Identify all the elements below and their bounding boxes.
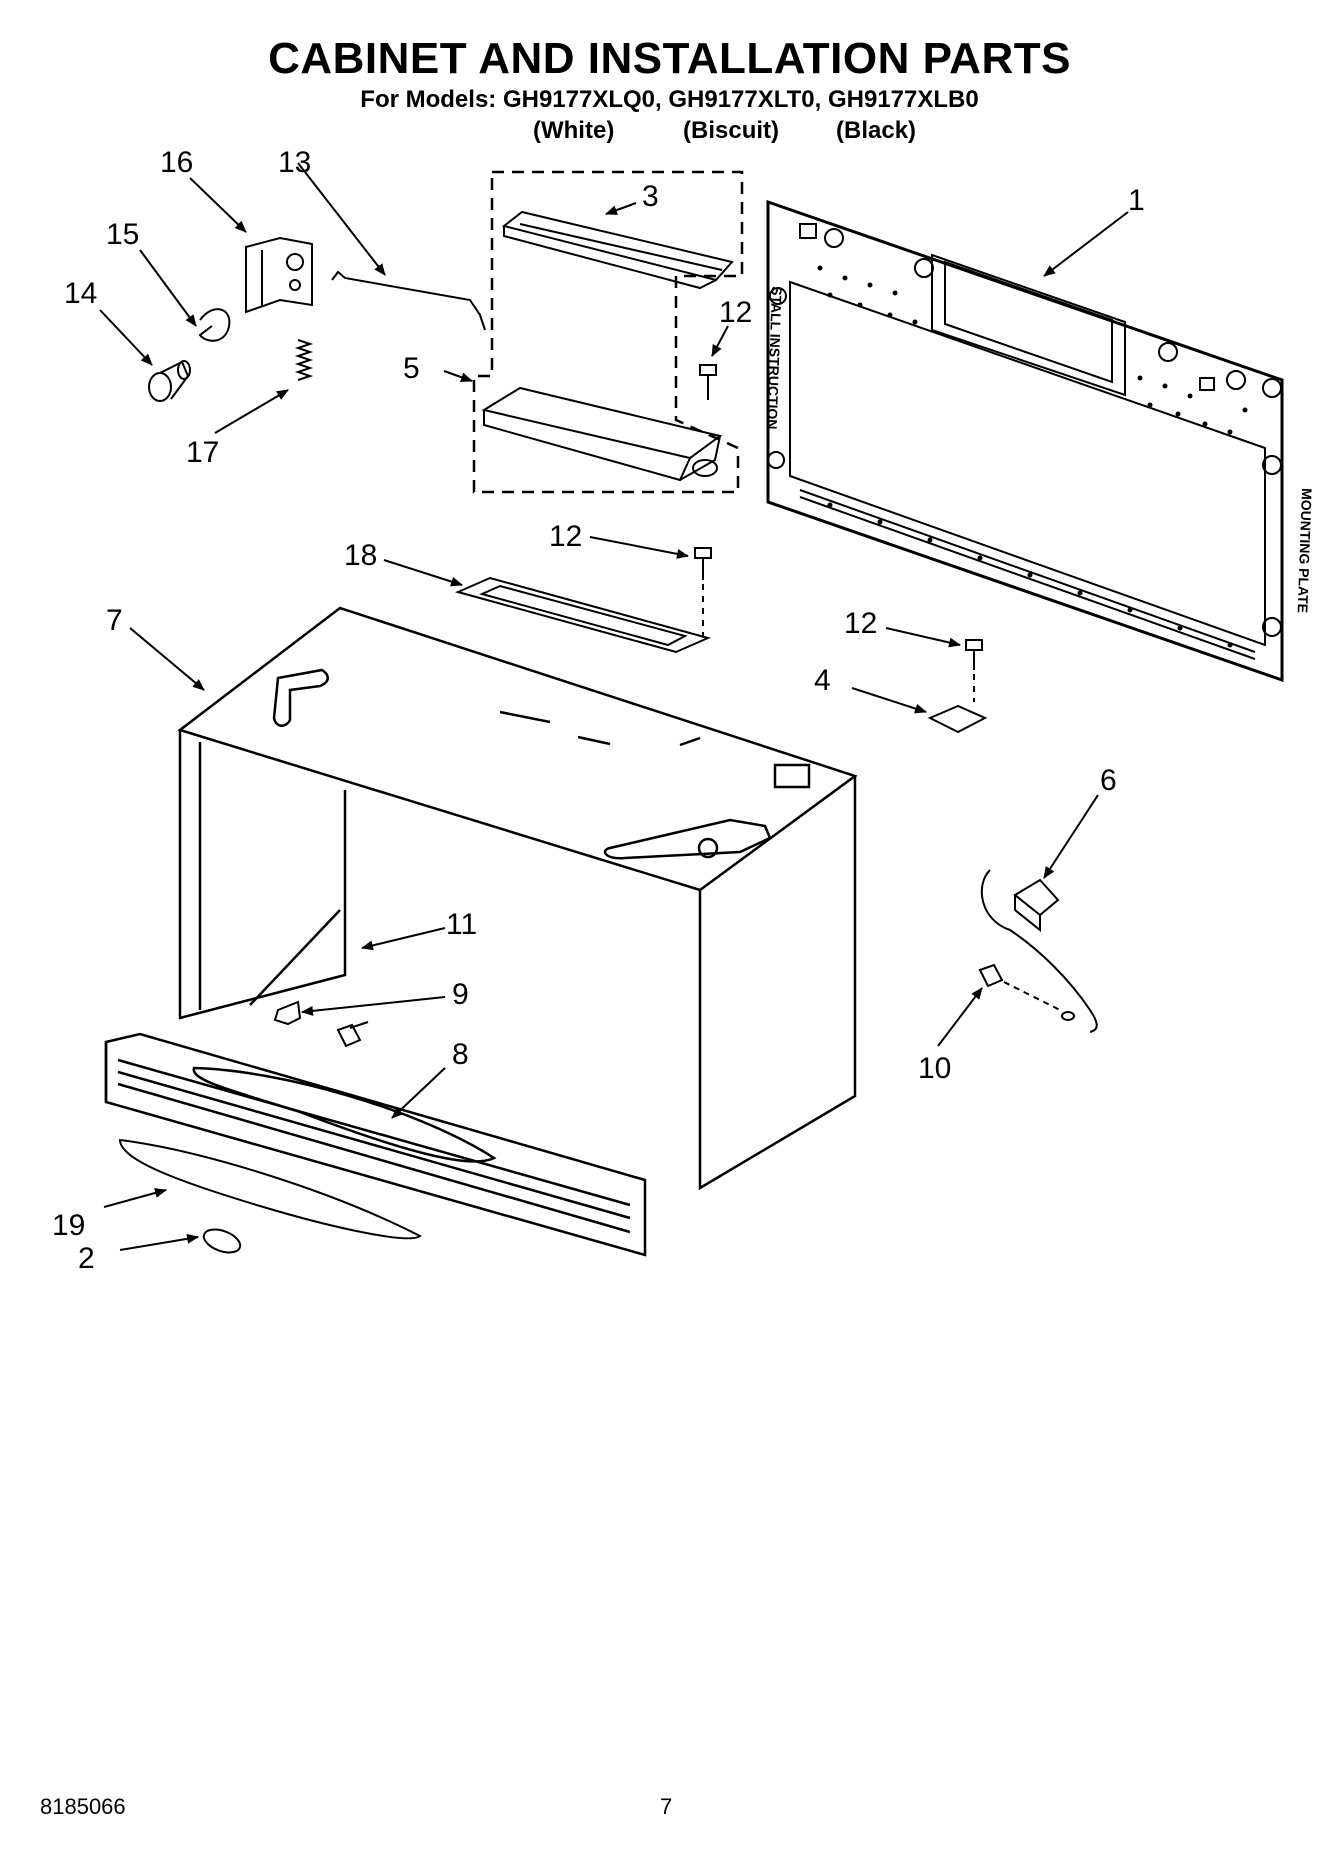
callout-13: 13 bbox=[278, 146, 311, 179]
part-coil-spring bbox=[294, 339, 314, 381]
callout-2: 2 bbox=[78, 1242, 95, 1275]
part-cabinet bbox=[177, 606, 858, 1191]
callout-8: 8 bbox=[452, 1038, 469, 1071]
plate-label-mounting: MOUNTING PLATE bbox=[1295, 488, 1315, 613]
part-clip-9 bbox=[273, 1000, 302, 1026]
callout-16: 16 bbox=[160, 146, 193, 179]
models-line: For Models: GH9177XLQ0, GH9177XLT0, GH91… bbox=[360, 86, 979, 113]
part-overlay bbox=[118, 1138, 422, 1240]
part-rail bbox=[501, 210, 734, 290]
callout-3: 3 bbox=[642, 180, 659, 213]
part-grille bbox=[104, 1032, 647, 1257]
part-screw-right bbox=[965, 639, 983, 702]
page-title: CABINET AND INSTALLATION PARTS bbox=[268, 34, 1071, 83]
callout-19: 19 bbox=[52, 1209, 85, 1242]
plate-holes bbox=[817, 265, 1248, 648]
part-clip bbox=[198, 308, 231, 342]
callout-9: 9 bbox=[452, 978, 469, 1011]
callout-1: 1 bbox=[1128, 184, 1145, 217]
callout-12-right: 12 bbox=[844, 607, 877, 640]
part-thermal-cutout bbox=[980, 869, 1098, 1033]
callout-11: 11 bbox=[446, 908, 477, 941]
part-gasket bbox=[455, 576, 711, 654]
callout-17: 17 bbox=[186, 436, 219, 469]
callout-7: 7 bbox=[106, 604, 123, 637]
callout-12-upper: 12 bbox=[719, 296, 752, 329]
callout-10: 10 bbox=[918, 1052, 951, 1085]
leader-lines bbox=[99, 162, 1129, 1251]
callout-5: 5 bbox=[403, 352, 420, 385]
part-screw-10 bbox=[978, 963, 1075, 1021]
color-label-black: (Black) bbox=[836, 117, 917, 144]
part-badge bbox=[202, 1228, 242, 1254]
callout-14: 14 bbox=[64, 277, 97, 310]
part-screw-middle bbox=[694, 547, 712, 640]
document-number: 8185066 bbox=[40, 1794, 126, 1819]
callout-4: 4 bbox=[814, 664, 831, 697]
part-mounting-plate bbox=[766, 199, 1284, 683]
color-label-white: (White) bbox=[533, 117, 615, 144]
callout-12-middle: 12 bbox=[549, 520, 582, 553]
part-screw-11 bbox=[336, 1021, 369, 1048]
part-duct bbox=[481, 386, 723, 482]
part-small-bracket bbox=[927, 704, 988, 734]
part-bracket bbox=[245, 236, 313, 314]
callout-15: 15 bbox=[106, 218, 139, 251]
page-number: 7 bbox=[660, 1794, 673, 1819]
plate-label-instruction: STALL INSTRUCTION bbox=[764, 286, 785, 430]
part-button bbox=[148, 360, 191, 402]
color-label-biscuit: (Biscuit) bbox=[683, 117, 779, 144]
part-screw-upper bbox=[699, 364, 717, 400]
callout-18: 18 bbox=[344, 539, 377, 572]
kit-outline-dashed bbox=[472, 170, 744, 494]
callout-6: 6 bbox=[1100, 764, 1117, 797]
part-spring-wire bbox=[331, 270, 486, 331]
